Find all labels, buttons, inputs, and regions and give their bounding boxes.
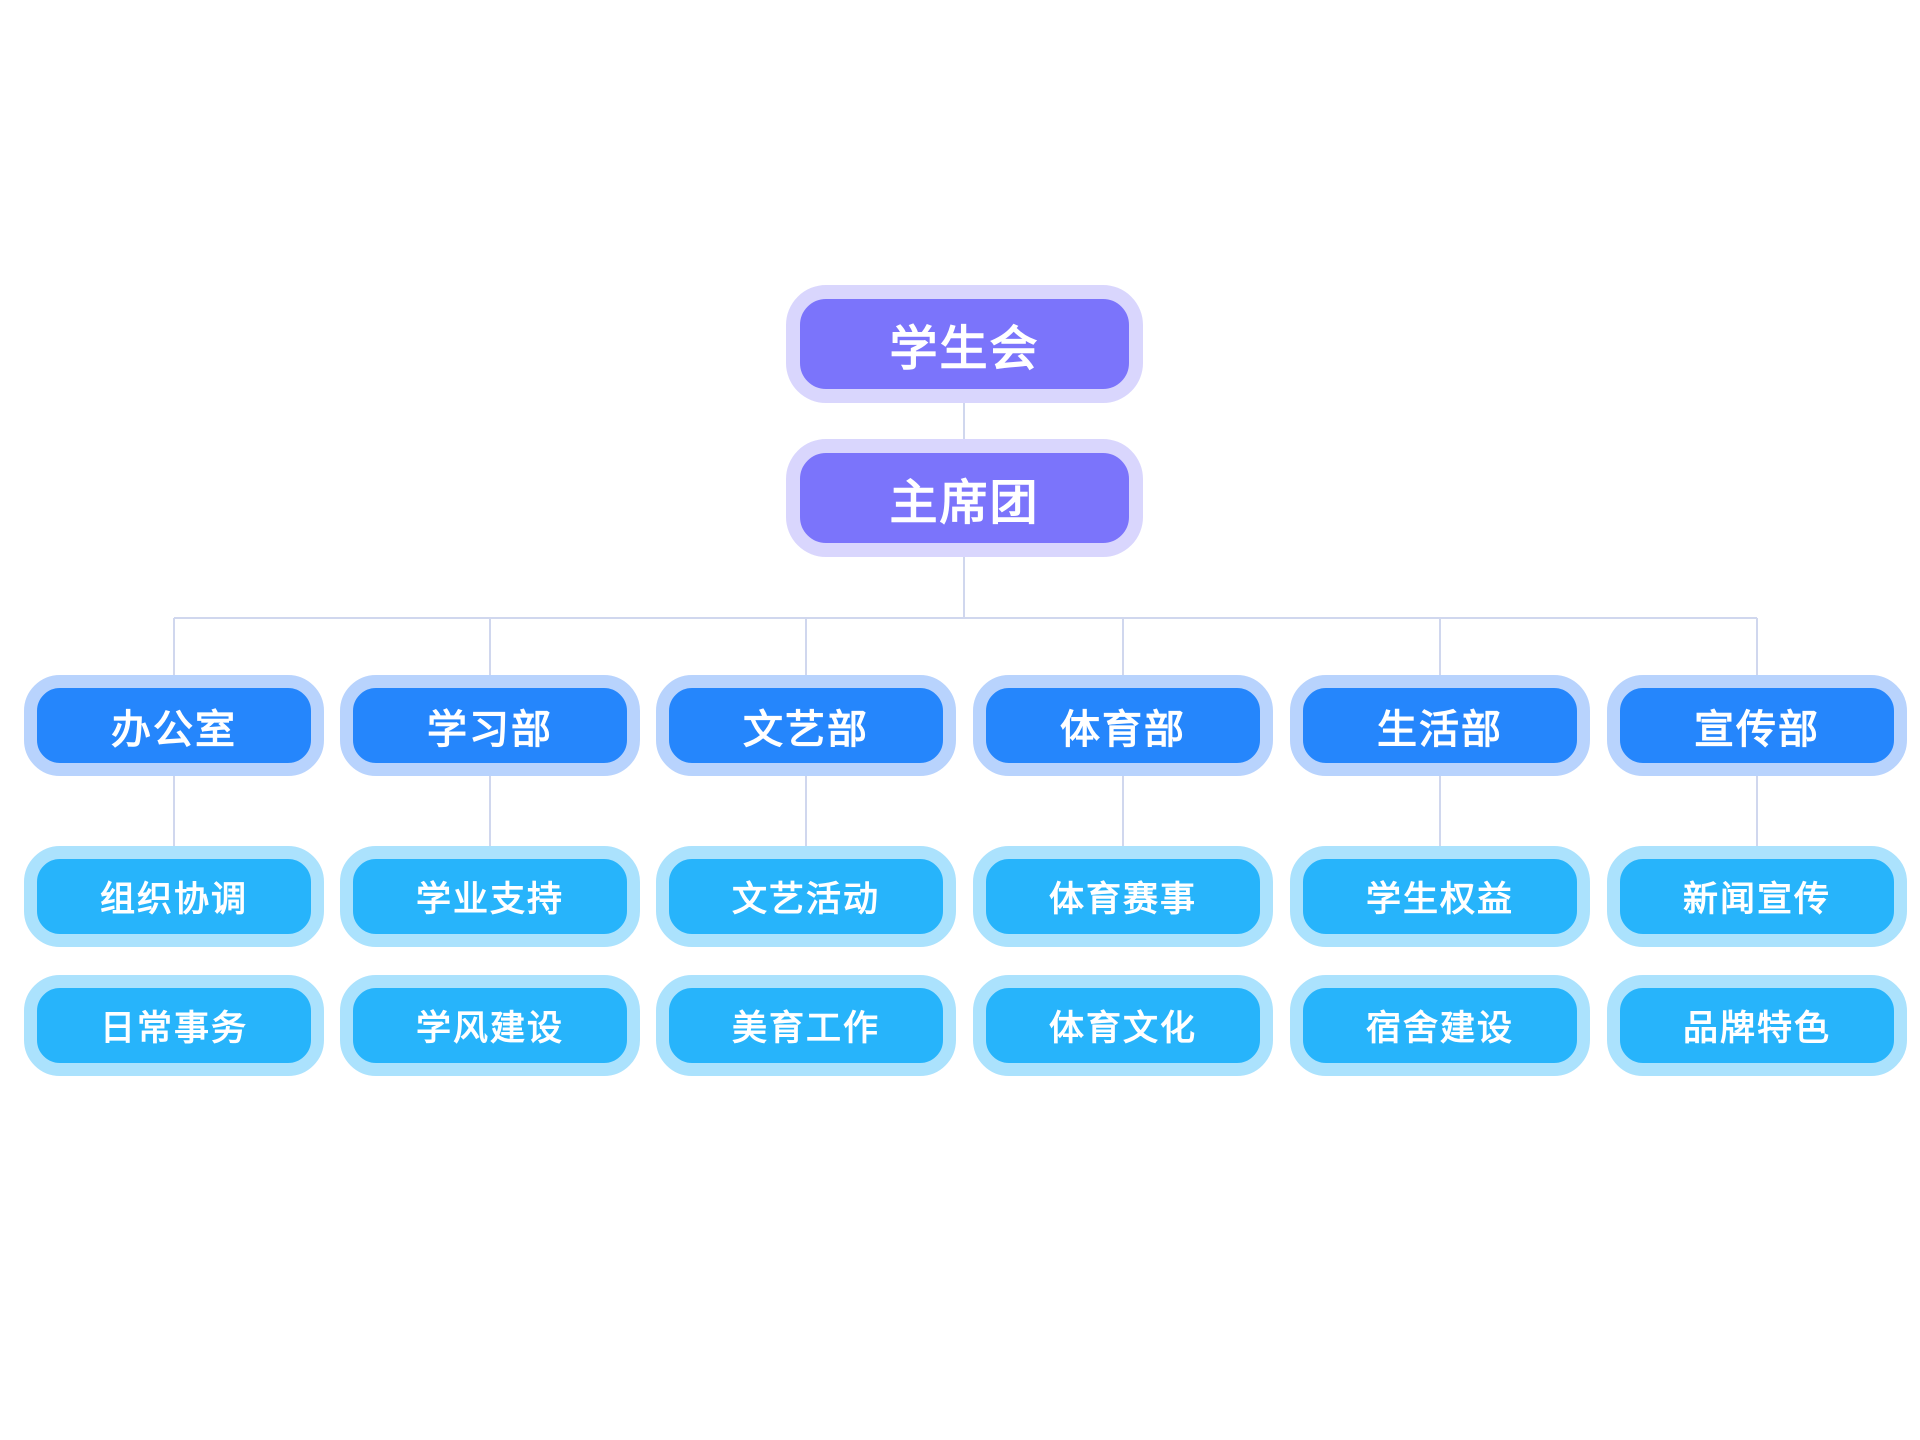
function-label: 日常事务 <box>99 1009 248 1049</box>
function-label: 新闻宣传 <box>1682 880 1831 920</box>
function-node: 体育赛事 <box>973 846 1273 947</box>
function-node: 日常事务 <box>24 975 324 1076</box>
function-label: 宿舍建设 <box>1365 1009 1514 1049</box>
presidium-node: 主席团 <box>786 439 1143 557</box>
function-label: 学风建设 <box>415 1009 564 1049</box>
root-node-student-union: 学生会 <box>786 285 1143 403</box>
function-label: 学生权益 <box>1365 880 1514 920</box>
presidium-node-label: 主席团 <box>889 475 1040 531</box>
department-node-study: 学习部 <box>340 675 640 776</box>
department-node-sports: 体育部 <box>973 675 1273 776</box>
function-node: 学业支持 <box>340 846 640 947</box>
department-node-office: 办公室 <box>24 675 324 776</box>
root-node-label: 学生会 <box>889 321 1040 377</box>
department-label: 办公室 <box>111 706 237 753</box>
department-node-publicity: 宣传部 <box>1607 675 1907 776</box>
function-node: 组织协调 <box>24 846 324 947</box>
department-label: 生活部 <box>1377 706 1503 753</box>
function-label: 文艺活动 <box>731 880 880 920</box>
function-label: 体育赛事 <box>1048 880 1197 920</box>
function-node: 文艺活动 <box>656 846 956 947</box>
function-node: 学风建设 <box>340 975 640 1076</box>
function-node: 宿舍建设 <box>1290 975 1590 1076</box>
function-node: 体育文化 <box>973 975 1273 1076</box>
function-label: 学业支持 <box>415 880 564 920</box>
function-label: 品牌特色 <box>1682 1009 1831 1049</box>
function-label: 组织协调 <box>99 880 248 920</box>
function-node: 美育工作 <box>656 975 956 1076</box>
function-label: 体育文化 <box>1048 1009 1197 1049</box>
function-label: 美育工作 <box>731 1009 880 1049</box>
department-node-life: 生活部 <box>1290 675 1590 776</box>
function-node: 品牌特色 <box>1607 975 1907 1076</box>
department-label: 宣传部 <box>1694 706 1820 753</box>
department-label: 文艺部 <box>743 706 869 753</box>
department-node-arts: 文艺部 <box>656 675 956 776</box>
department-label: 学习部 <box>427 706 553 753</box>
function-node: 新闻宣传 <box>1607 846 1907 947</box>
department-label: 体育部 <box>1060 706 1186 753</box>
function-node: 学生权益 <box>1290 846 1590 947</box>
